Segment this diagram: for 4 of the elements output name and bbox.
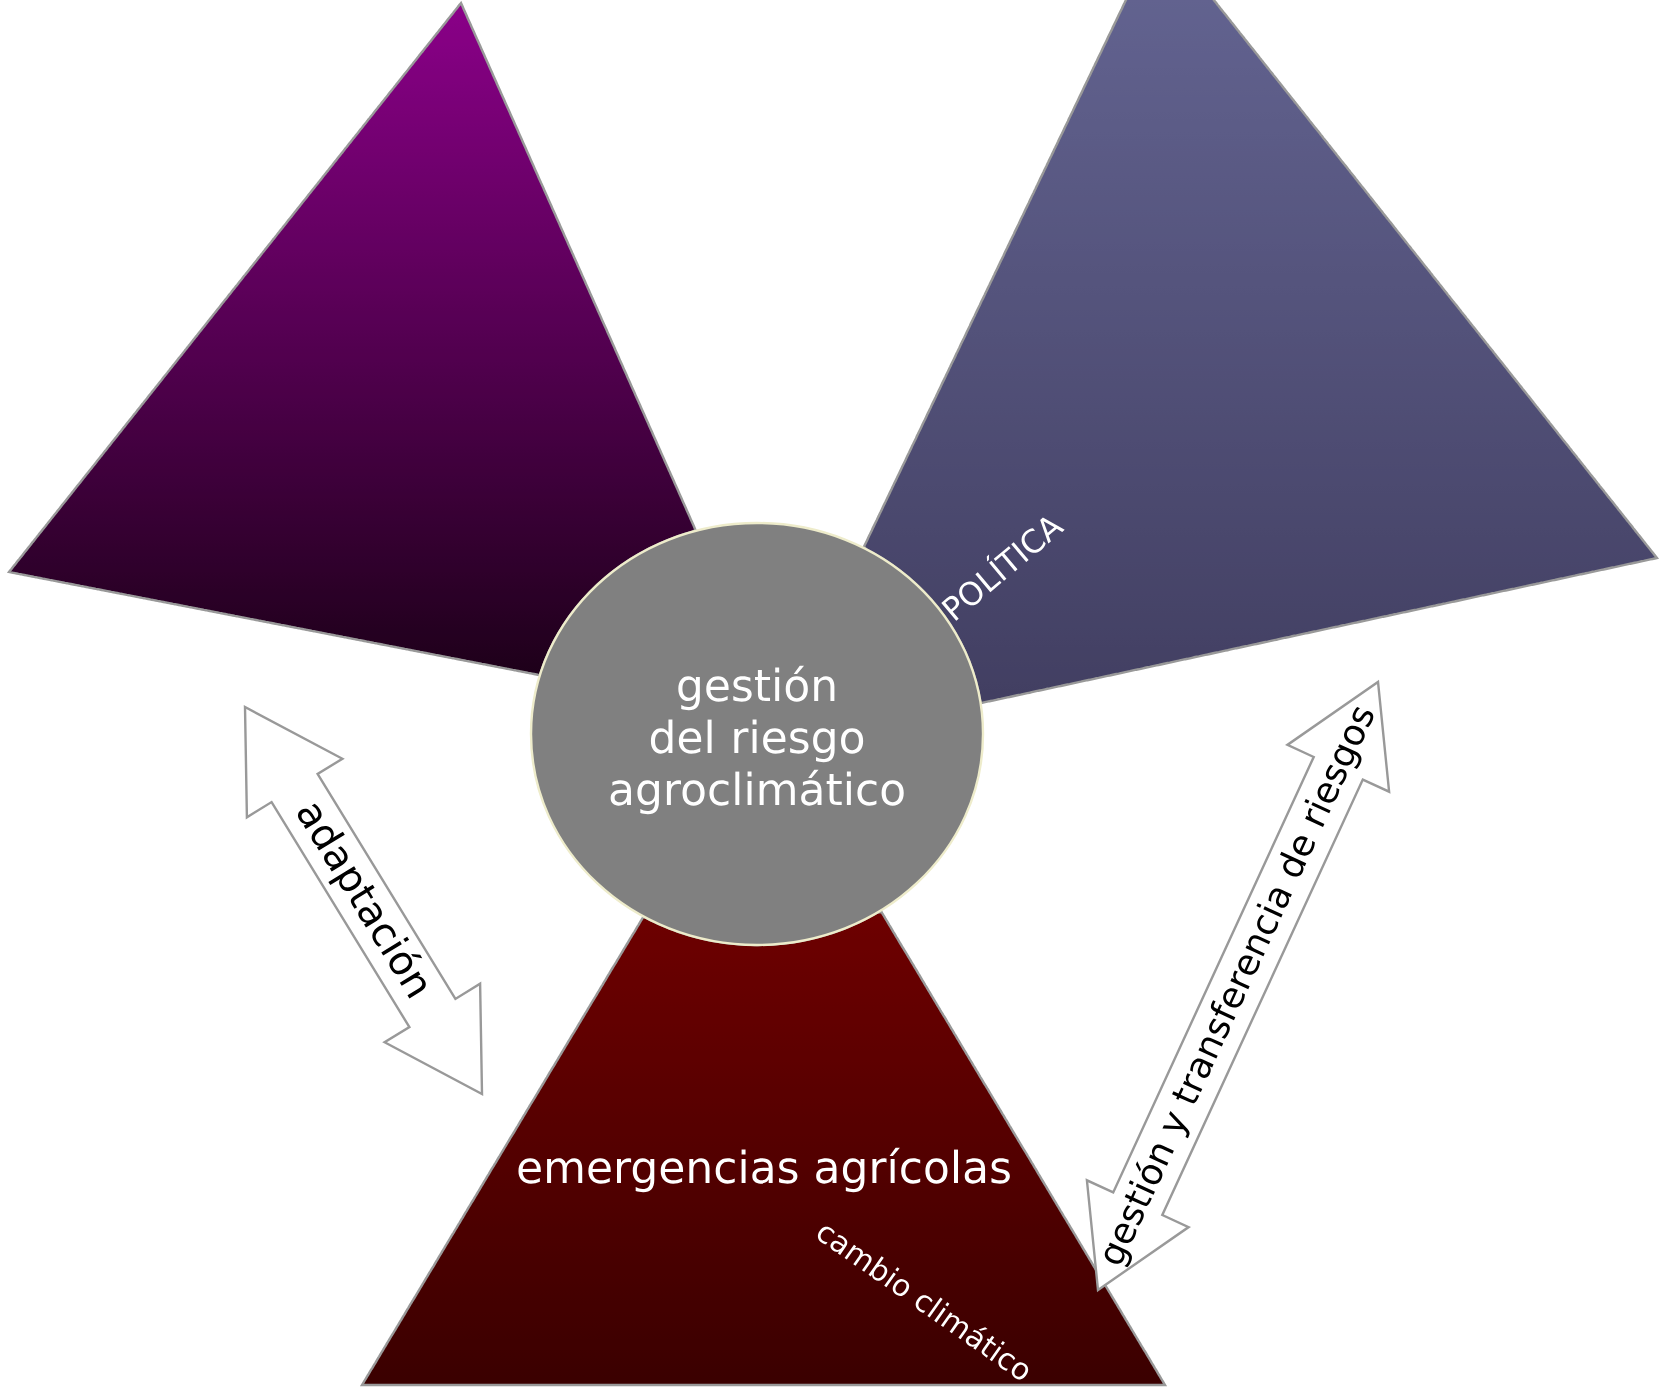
circle-label: gestión del riesgo agroclimático	[610, 665, 904, 815]
double-arrow	[243, 705, 484, 1096]
triangle	[862, 0, 1659, 705]
triangle-label: emergencias agrícolas	[518, 1147, 1010, 1193]
